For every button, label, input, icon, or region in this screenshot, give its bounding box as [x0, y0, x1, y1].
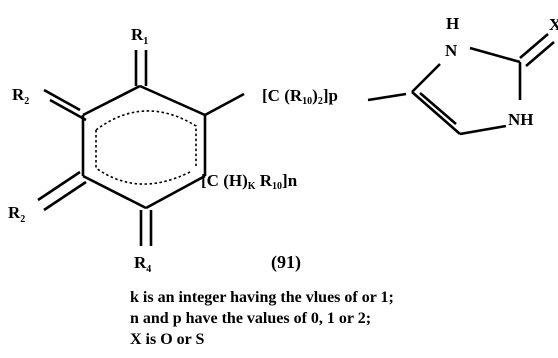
ring-bond-top-left	[82, 84, 141, 117]
definition-n-p: n and p have the values of 0, 1 or 2;	[130, 310, 372, 327]
imidazole-ring	[411, 33, 555, 136]
linker-to-imidazole-bond	[367, 92, 407, 102]
definition-x: X is O or S	[130, 331, 205, 348]
linker-n-label: [C (H)K R10]n	[201, 171, 298, 192]
definition-k: k is an integer having the vlues of or 1…	[130, 289, 394, 306]
r2-upper-label: R2	[12, 85, 29, 107]
compound-number: (91)	[271, 252, 301, 273]
imidazole-h-label: H	[446, 14, 459, 33]
c2-x-bond-a	[519, 33, 549, 59]
ring-bond-top-right	[139, 84, 206, 117]
variable-definitions: k is an integer having the vlues of or 1…	[130, 287, 394, 350]
benzene-ring	[81, 84, 207, 210]
imidazole-x-label: X	[549, 15, 558, 34]
linker-p-label: [C (R10)2]p	[262, 86, 338, 107]
linker-p-bond	[204, 92, 245, 117]
substituent-bonds	[37, 50, 407, 246]
ring-bond-bottom-right	[145, 174, 206, 210]
r2-lower-bond-a	[37, 170, 81, 202]
aromatic-ring-indicator	[95, 110, 197, 185]
r2-upper-bond-b	[49, 98, 87, 122]
imidazole-n-label: N	[445, 41, 458, 60]
imidazole-bond-c4-n3	[411, 63, 441, 93]
imidazole-bond-n1-c5	[459, 124, 507, 136]
ring-bond-bottom-left	[82, 174, 147, 210]
c2-x-bond-b	[525, 41, 555, 67]
imidazole-bond-c5-c4-b	[419, 92, 457, 125]
r1-label: R1	[131, 25, 148, 47]
r2-lower-label: R2	[8, 203, 25, 225]
imidazole-bond-c5-c4-a	[411, 91, 461, 135]
r2-upper-bond-a	[43, 88, 81, 112]
r2-lower-bond-b	[43, 180, 87, 212]
imidazole-nh-label: NH	[508, 110, 534, 129]
imidazole-bond-n3-c2	[469, 46, 521, 64]
r4-label: R4	[134, 253, 151, 275]
